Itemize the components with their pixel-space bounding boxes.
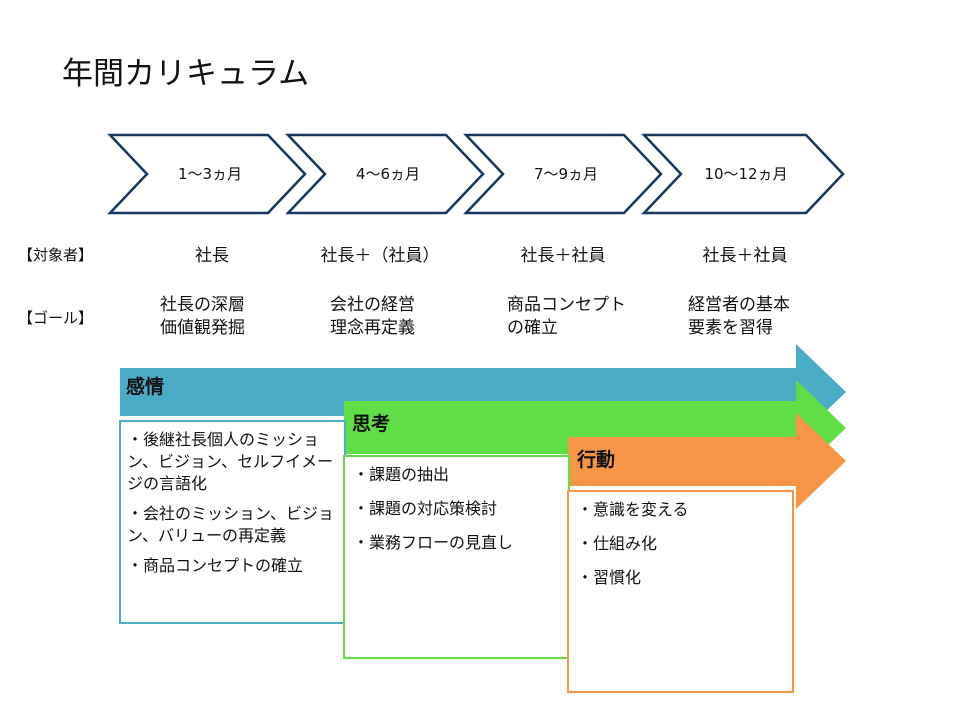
goal-3-line-2: の確立 (507, 318, 558, 338)
emotion-band-label: 感情 (126, 376, 165, 398)
goal-1: 社長の深層 価値観発掘 (160, 294, 245, 340)
emotion-item-3: ・商品コンセプトの確立 (127, 556, 304, 575)
thinking-item-1: ・課題の抽出 (353, 465, 450, 484)
emotion-box: ・後継社長個人のミッション、ビジョン、セルフイメージの言語化 ・会社のミッション… (119, 420, 346, 624)
thinking-box: ・課題の抽出 ・課題の対応策検討 ・業務フローの見直し (343, 455, 570, 659)
goal-3-line-1: 商品コンセプト (507, 295, 626, 315)
emotion-item-1: ・後継社長個人のミッション、ビジョン、セルフイメージの言語化 (127, 430, 334, 493)
goal-1-line-2: 価値観発掘 (160, 318, 245, 338)
chevron-1 (107, 133, 307, 215)
action-box: ・意識を変える ・仕組み化 ・習慣化 (567, 490, 794, 693)
goal-3: 商品コンセプト の確立 (507, 294, 626, 340)
goal-1-line-1: 社長の深層 (160, 295, 245, 315)
goal-2-line-2: 理念再定義 (330, 318, 415, 338)
page-title: 年間カリキュラム (62, 56, 310, 92)
thinking-item-2: ・課題の対応策検討 (353, 499, 498, 518)
target-1: 社長 (195, 246, 229, 266)
target-row-label: 【対象者】 (18, 246, 94, 264)
target-3: 社長＋社員 (520, 246, 606, 266)
period-2-label: 4〜6ヵ月 (355, 165, 421, 183)
goal-4-line-1: 経営者の基本 (688, 295, 790, 315)
chevron-2 (285, 133, 485, 215)
goal-4: 経営者の基本 要素を習得 (688, 294, 790, 340)
thinking-band-label: 思考 (352, 413, 391, 435)
period-3-label: 7〜9ヵ月 (533, 165, 599, 183)
target-2: 社長＋（社員） (320, 246, 440, 266)
chevron-4 (641, 133, 845, 215)
action-band-label: 行動 (577, 449, 616, 471)
period-4-label: 10〜12ヵ月 (704, 165, 788, 183)
target-4: 社長＋社員 (702, 246, 788, 266)
action-band-arrow (568, 413, 846, 509)
goal-4-line-2: 要素を習得 (688, 318, 773, 338)
goal-row-label: 【ゴール】 (18, 309, 94, 327)
action-item-2: ・仕組み化 (577, 534, 658, 553)
goal-2-line-1: 会社の経営 (330, 295, 415, 315)
action-item-3: ・習慣化 (577, 568, 642, 587)
action-item-1: ・意識を変える (577, 500, 689, 519)
emotion-item-2: ・会社のミッション、ビジョン、バリューの再定義 (127, 504, 335, 545)
goal-2: 会社の経営 理念再定義 (330, 294, 415, 340)
chevron-3 (463, 133, 663, 215)
period-1-label: 1〜3ヵ月 (177, 165, 243, 183)
thinking-item-3: ・業務フローの見直し (353, 533, 514, 552)
